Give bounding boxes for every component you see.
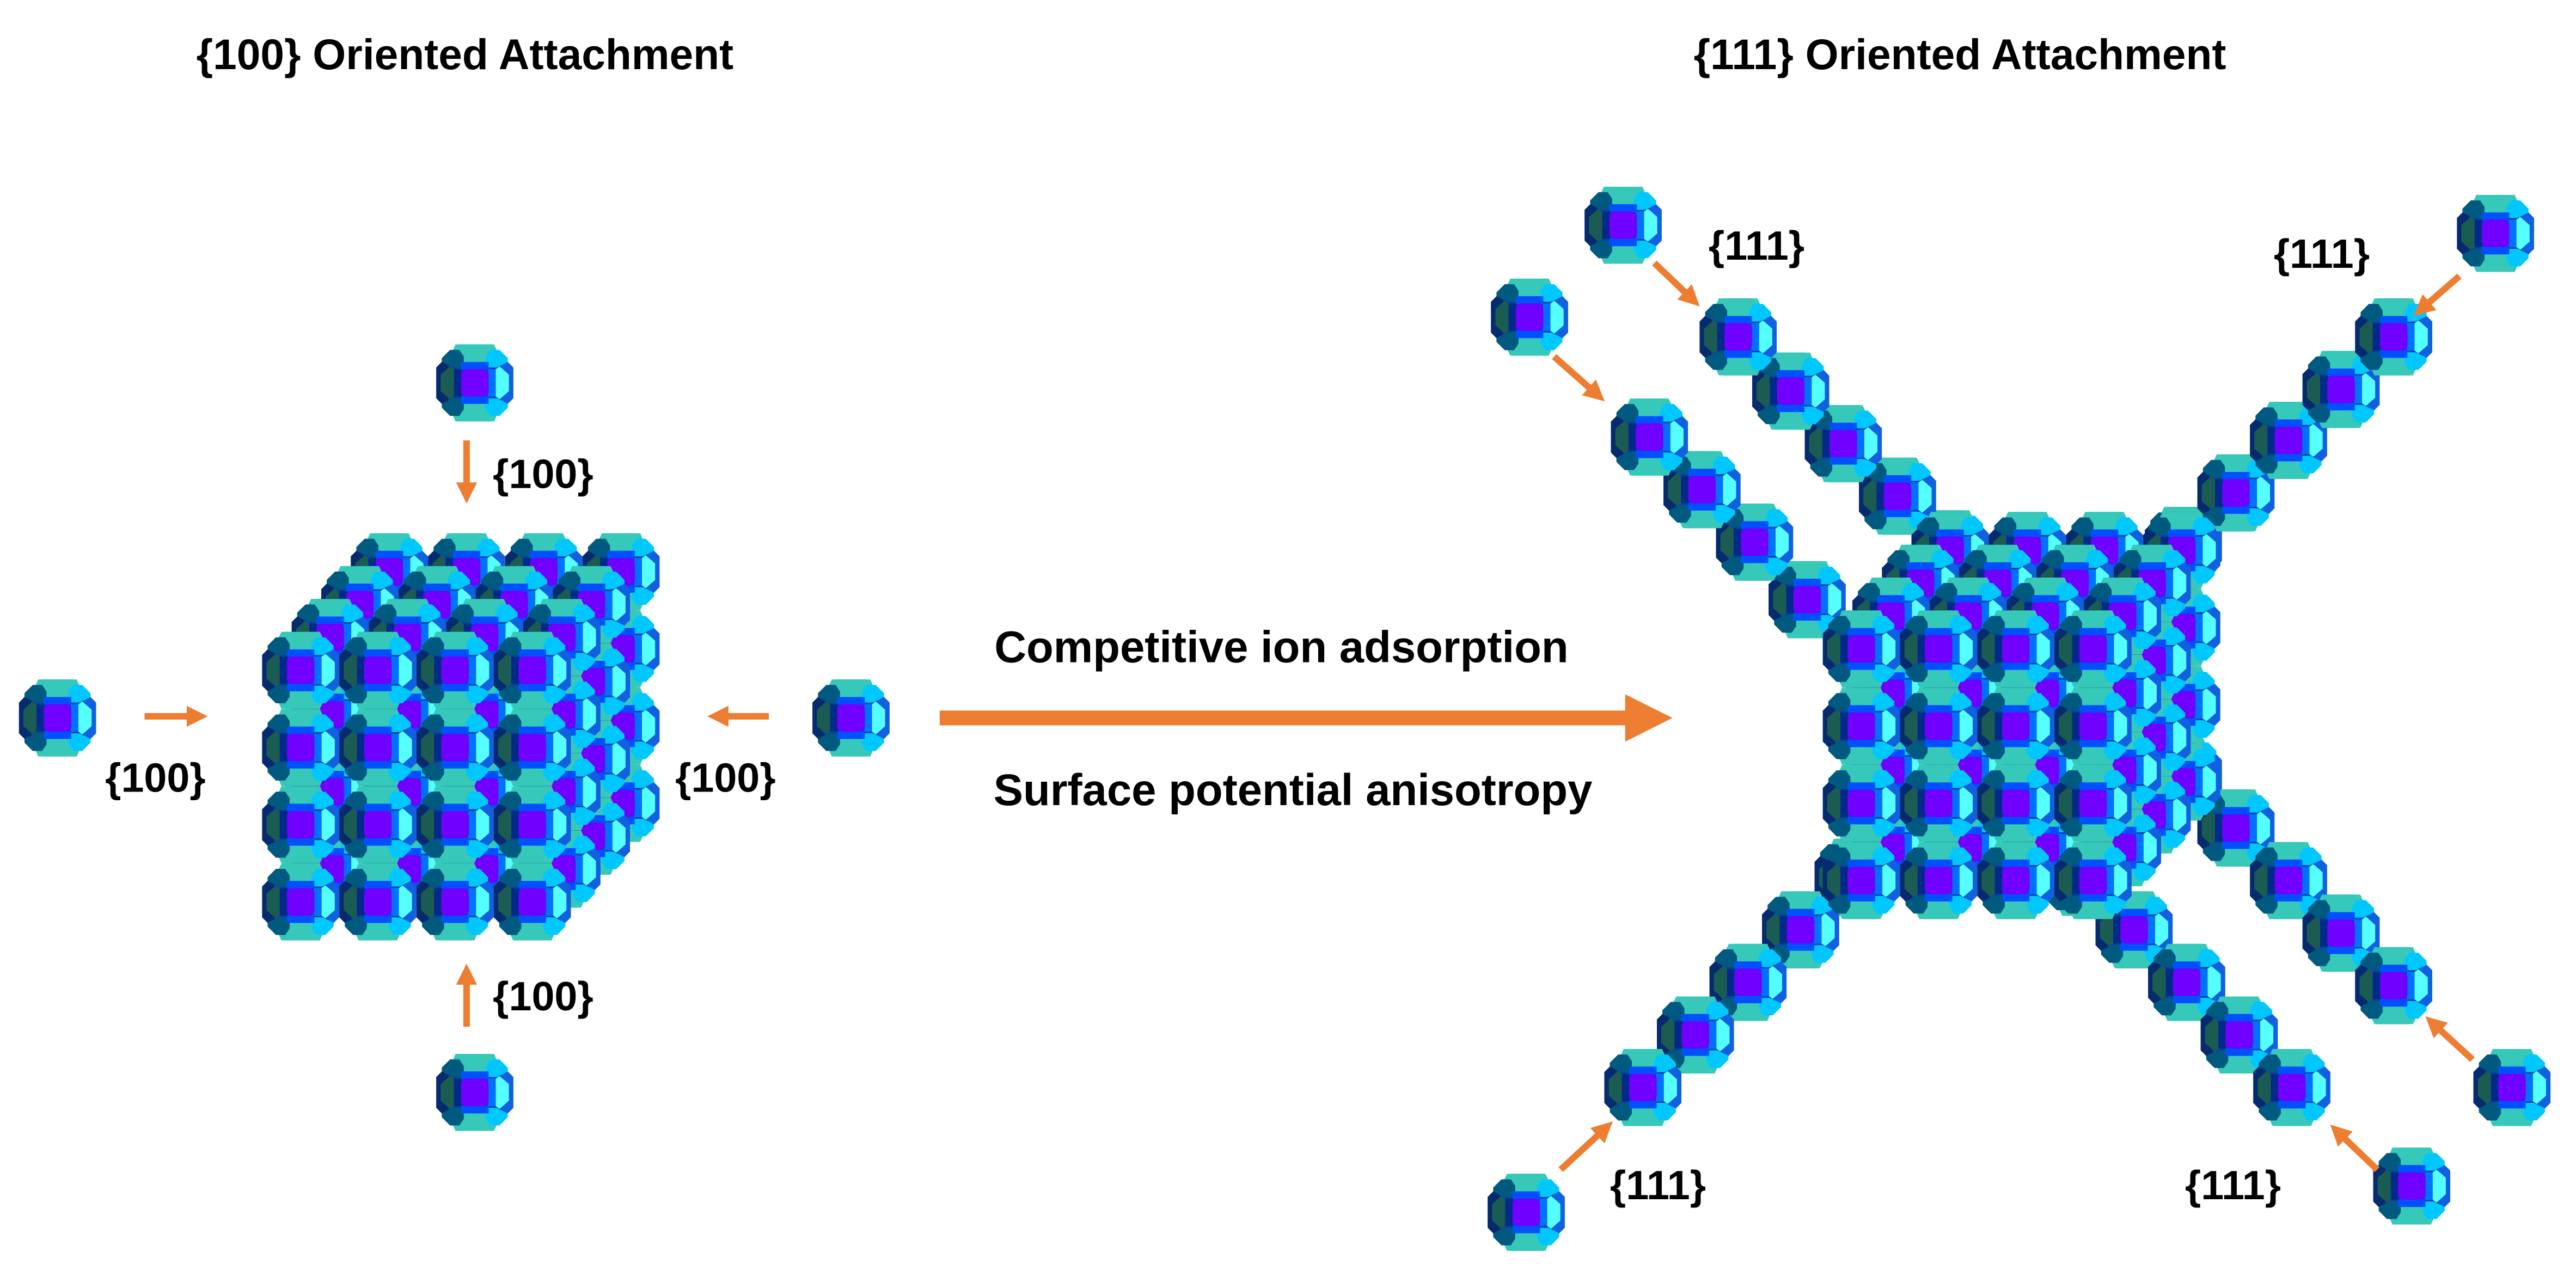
cube-assembly-particle — [417, 631, 494, 709]
core-assembly-particle — [1977, 688, 2054, 765]
chain-particle-top-left-outer — [1699, 298, 1777, 376]
incoming-particle-111-b — [1491, 278, 1568, 356]
cube-assembly-particle — [493, 863, 571, 941]
cube-assembly-particle — [493, 709, 571, 786]
core-assembly-particle — [2054, 610, 2132, 688]
process-text-ion-adsorption: Competitive ion adsorption — [994, 622, 1568, 672]
core-assembly-particle — [1900, 688, 1978, 765]
cube-assembly-particle — [262, 709, 339, 786]
facet-label-111-top-left: {111} — [1709, 223, 1804, 268]
chain-particle-bottom-left — [1604, 1048, 1681, 1126]
facet-label-111-top-right: {111} — [2274, 231, 2370, 277]
title-111-oriented-attachment: {111} Oriented Attachment — [1694, 30, 2226, 78]
core-assembly-particle — [1822, 842, 1900, 919]
incoming-particle-top — [436, 344, 513, 422]
core-assembly-particle — [1822, 765, 1900, 842]
arrow-111-d — [1558, 1121, 1613, 1173]
facet-label-100-left: {100} — [105, 755, 206, 801]
facet-label-100-top: {100} — [493, 451, 593, 496]
incoming-particle-right — [812, 679, 890, 757]
cube-assembly-particle — [493, 786, 571, 863]
facet-label-100-bottom: {100} — [493, 973, 593, 1019]
incoming-particle-111-f — [2473, 1048, 2551, 1126]
core-assembly-particle — [1977, 765, 2054, 842]
chain-particle-top-left-inner — [1611, 398, 1688, 476]
arrow-111-f — [2425, 1016, 2475, 1062]
facet-label-100-right: {100} — [675, 755, 776, 801]
cube-assembly-particle — [417, 709, 494, 786]
core-assembly-particle — [1822, 688, 1900, 765]
cube-assembly-particle — [339, 709, 417, 786]
incoming-particle-111-e — [2373, 1148, 2451, 1225]
cube-assembly-particle — [339, 786, 417, 863]
cube-assembly-particle — [262, 786, 339, 863]
chain-particle-bottom-right-lower — [2253, 1048, 2330, 1126]
incoming-particle-bottom — [436, 1054, 513, 1131]
incoming-particle-111-a — [1584, 186, 1662, 264]
cube-assembly-particle — [493, 631, 571, 709]
arrow-111-a — [1652, 260, 1700, 306]
cube-assembly-particle — [262, 631, 339, 709]
incoming-particle-left — [19, 679, 96, 757]
title-100-oriented-attachment: {100} Oriented Attachment — [197, 30, 734, 78]
incoming-particle-111-d — [1488, 1174, 1565, 1251]
chain-particle-top-right — [2355, 298, 2432, 376]
facet-label-111-bottom-left: {111} — [1610, 1162, 1706, 1208]
arrow-111-c — [2413, 273, 2462, 316]
arrows-layer — [144, 260, 2475, 1173]
cube-assembly-particle — [417, 786, 494, 863]
core-assembly-particle — [2054, 842, 2132, 919]
chain-particle-bottom-right-upper — [2355, 947, 2432, 1024]
arrow-111-b — [1552, 354, 1605, 402]
arrow-111-e — [2330, 1124, 2380, 1172]
cube-assembly-particle — [339, 631, 417, 709]
core-assembly-particle — [1977, 610, 2054, 688]
incoming-particle-111-c — [2457, 195, 2534, 272]
core-assembly-particle — [2054, 688, 2132, 765]
core-assembly-particle — [1900, 765, 1978, 842]
cube-assembly-particle — [417, 863, 494, 941]
cube-assembly-particle — [339, 863, 417, 941]
core-assembly-particle — [1900, 610, 1978, 688]
facet-label-111-bottom-right: {111} — [2185, 1162, 2281, 1208]
core-assembly-particle — [1977, 842, 2054, 919]
core-assembly-particle — [1900, 842, 1978, 919]
core-assembly-particle — [1822, 610, 1900, 688]
core-assembly-particle — [2054, 765, 2132, 842]
cube-assembly-particle — [262, 863, 339, 941]
process-text-surface-potential: Surface potential anisotropy — [994, 765, 1593, 815]
